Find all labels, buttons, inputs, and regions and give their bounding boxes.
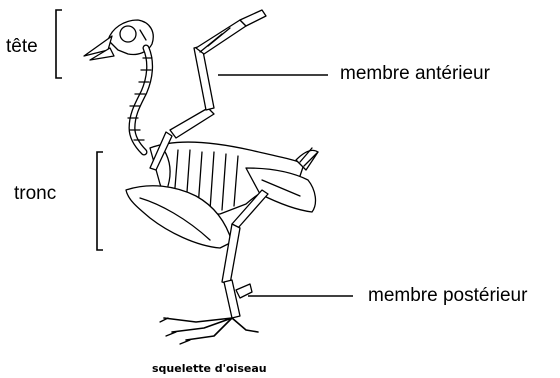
skeleton-illustration	[84, 10, 318, 344]
label-forelimb: membre antérieur	[340, 63, 490, 85]
trunk-bracket	[97, 152, 103, 250]
neck	[128, 48, 152, 152]
label-hindlimb: membre postérieur	[368, 285, 527, 307]
label-trunk: tronc	[14, 183, 56, 205]
diagram-caption: squelette d'oiseau	[152, 362, 267, 375]
head-bracket	[56, 10, 62, 78]
skull	[84, 20, 153, 60]
label-head: tête	[6, 36, 38, 58]
